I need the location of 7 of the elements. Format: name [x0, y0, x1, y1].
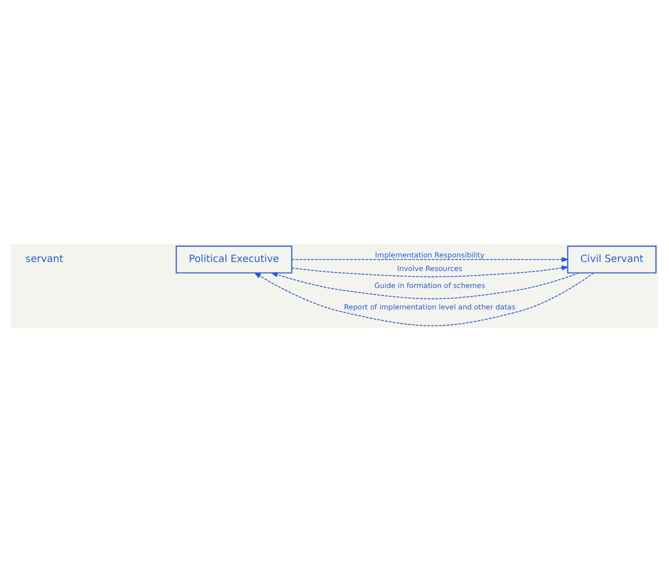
arrow	[291, 256, 569, 262]
arrow	[254, 272, 594, 326]
arrow	[270, 272, 580, 299]
label: servant	[26, 253, 64, 264]
node-box: Political Executive	[176, 245, 292, 273]
arrow	[291, 264, 569, 277]
node-box: Civil Servant	[567, 245, 657, 273]
